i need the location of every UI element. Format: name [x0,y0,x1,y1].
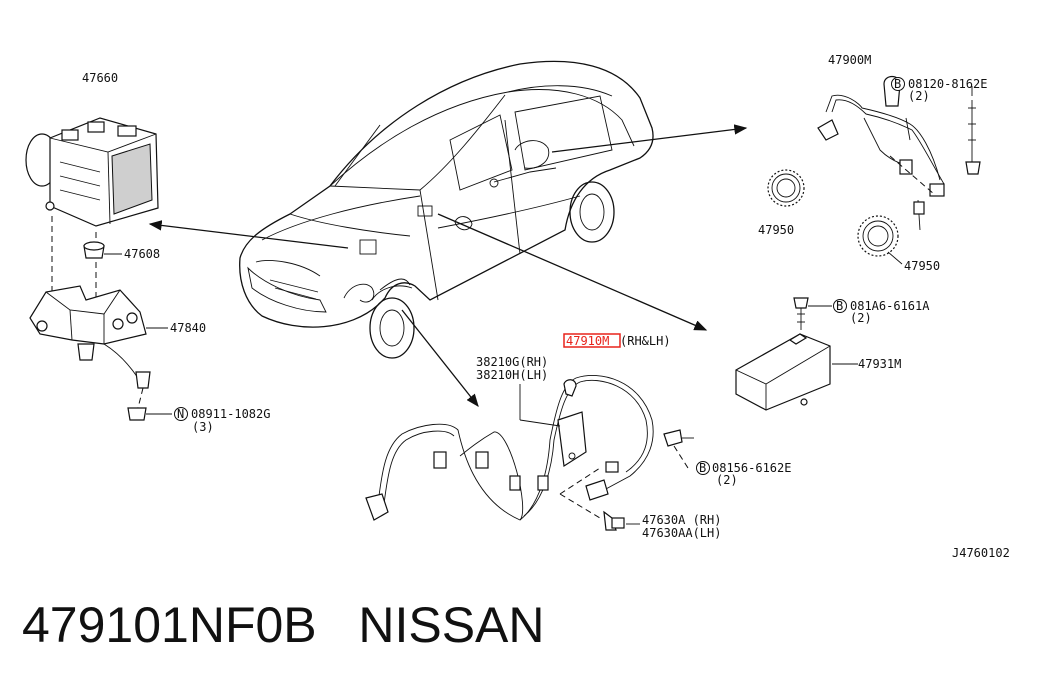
nut-symbol-letter: N [177,407,184,421]
front-wheel-sensor [365,375,654,521]
label-08120: 08120-8162E [908,77,987,91]
tone-ring-upper [767,169,805,207]
label-081A6: 081A6-6161A [850,299,930,313]
car-illustration [239,60,654,359]
label-47840: 47840 [170,321,206,335]
bolt-symbol-08120: B [891,77,905,91]
label-08156: 08156-6162E [712,461,791,475]
arrow-to-actuator [148,220,349,249]
label-47630AA: 47630AA(LH) [642,526,721,540]
part-caption: 479101NF0B NISSAN [22,596,545,654]
label-47660: 47660 [82,71,118,85]
rear-sensor-bolt [965,100,981,175]
label-47608: 47608 [124,247,160,261]
brand-name: NISSAN [358,597,545,653]
label-08156-qty: (2) [716,473,738,487]
tone-ring-lower [857,215,899,257]
sensor-bracket-bolt [603,510,625,531]
bolt-symbol-letter: B [699,461,706,475]
label-47950-upper: 47950 [758,223,794,237]
label-08911: 08911-1082G [191,407,270,421]
arrow-to-control-unit [437,213,708,331]
actuator-nut [127,371,151,421]
abs-actuator [25,117,159,227]
grommet [83,241,105,259]
label-47630A: 47630A (RH) [642,513,721,527]
part-number: 479101NF0B [22,597,317,653]
abs-control-unit [735,333,831,411]
label-08911-qty: (3) [192,420,214,434]
front-sensor-bolt [663,429,689,469]
nut-symbol: N [174,407,188,421]
label-47931M: 47931M [858,357,901,371]
bolt-symbol-letter: B [894,77,901,91]
actuator-bracket [29,285,147,379]
diagram-id: J4760102 [952,546,1010,560]
label-47910M-side: (RH&LH) [620,334,671,348]
label-08120-qty: (2) [908,89,930,103]
label-081A6-qty: (2) [850,311,872,325]
label-47900M: 47900M [828,53,871,67]
arrow-to-front-sensor [401,309,479,408]
bolt-symbol-letter: B [836,299,843,313]
label-38210G: 38210G(RH) [476,355,548,369]
label-47910M: 47910M [566,334,609,348]
label-38210H: 38210H(LH) [476,368,548,382]
label-47950-lower: 47950 [904,259,940,273]
control-unit-bolt [793,297,809,330]
highlight-box [563,333,621,348]
bolt-symbol-08156: B [696,461,710,475]
bolt-symbol-081A6: B [833,299,847,313]
arrow-to-rear-sensor [551,124,748,153]
